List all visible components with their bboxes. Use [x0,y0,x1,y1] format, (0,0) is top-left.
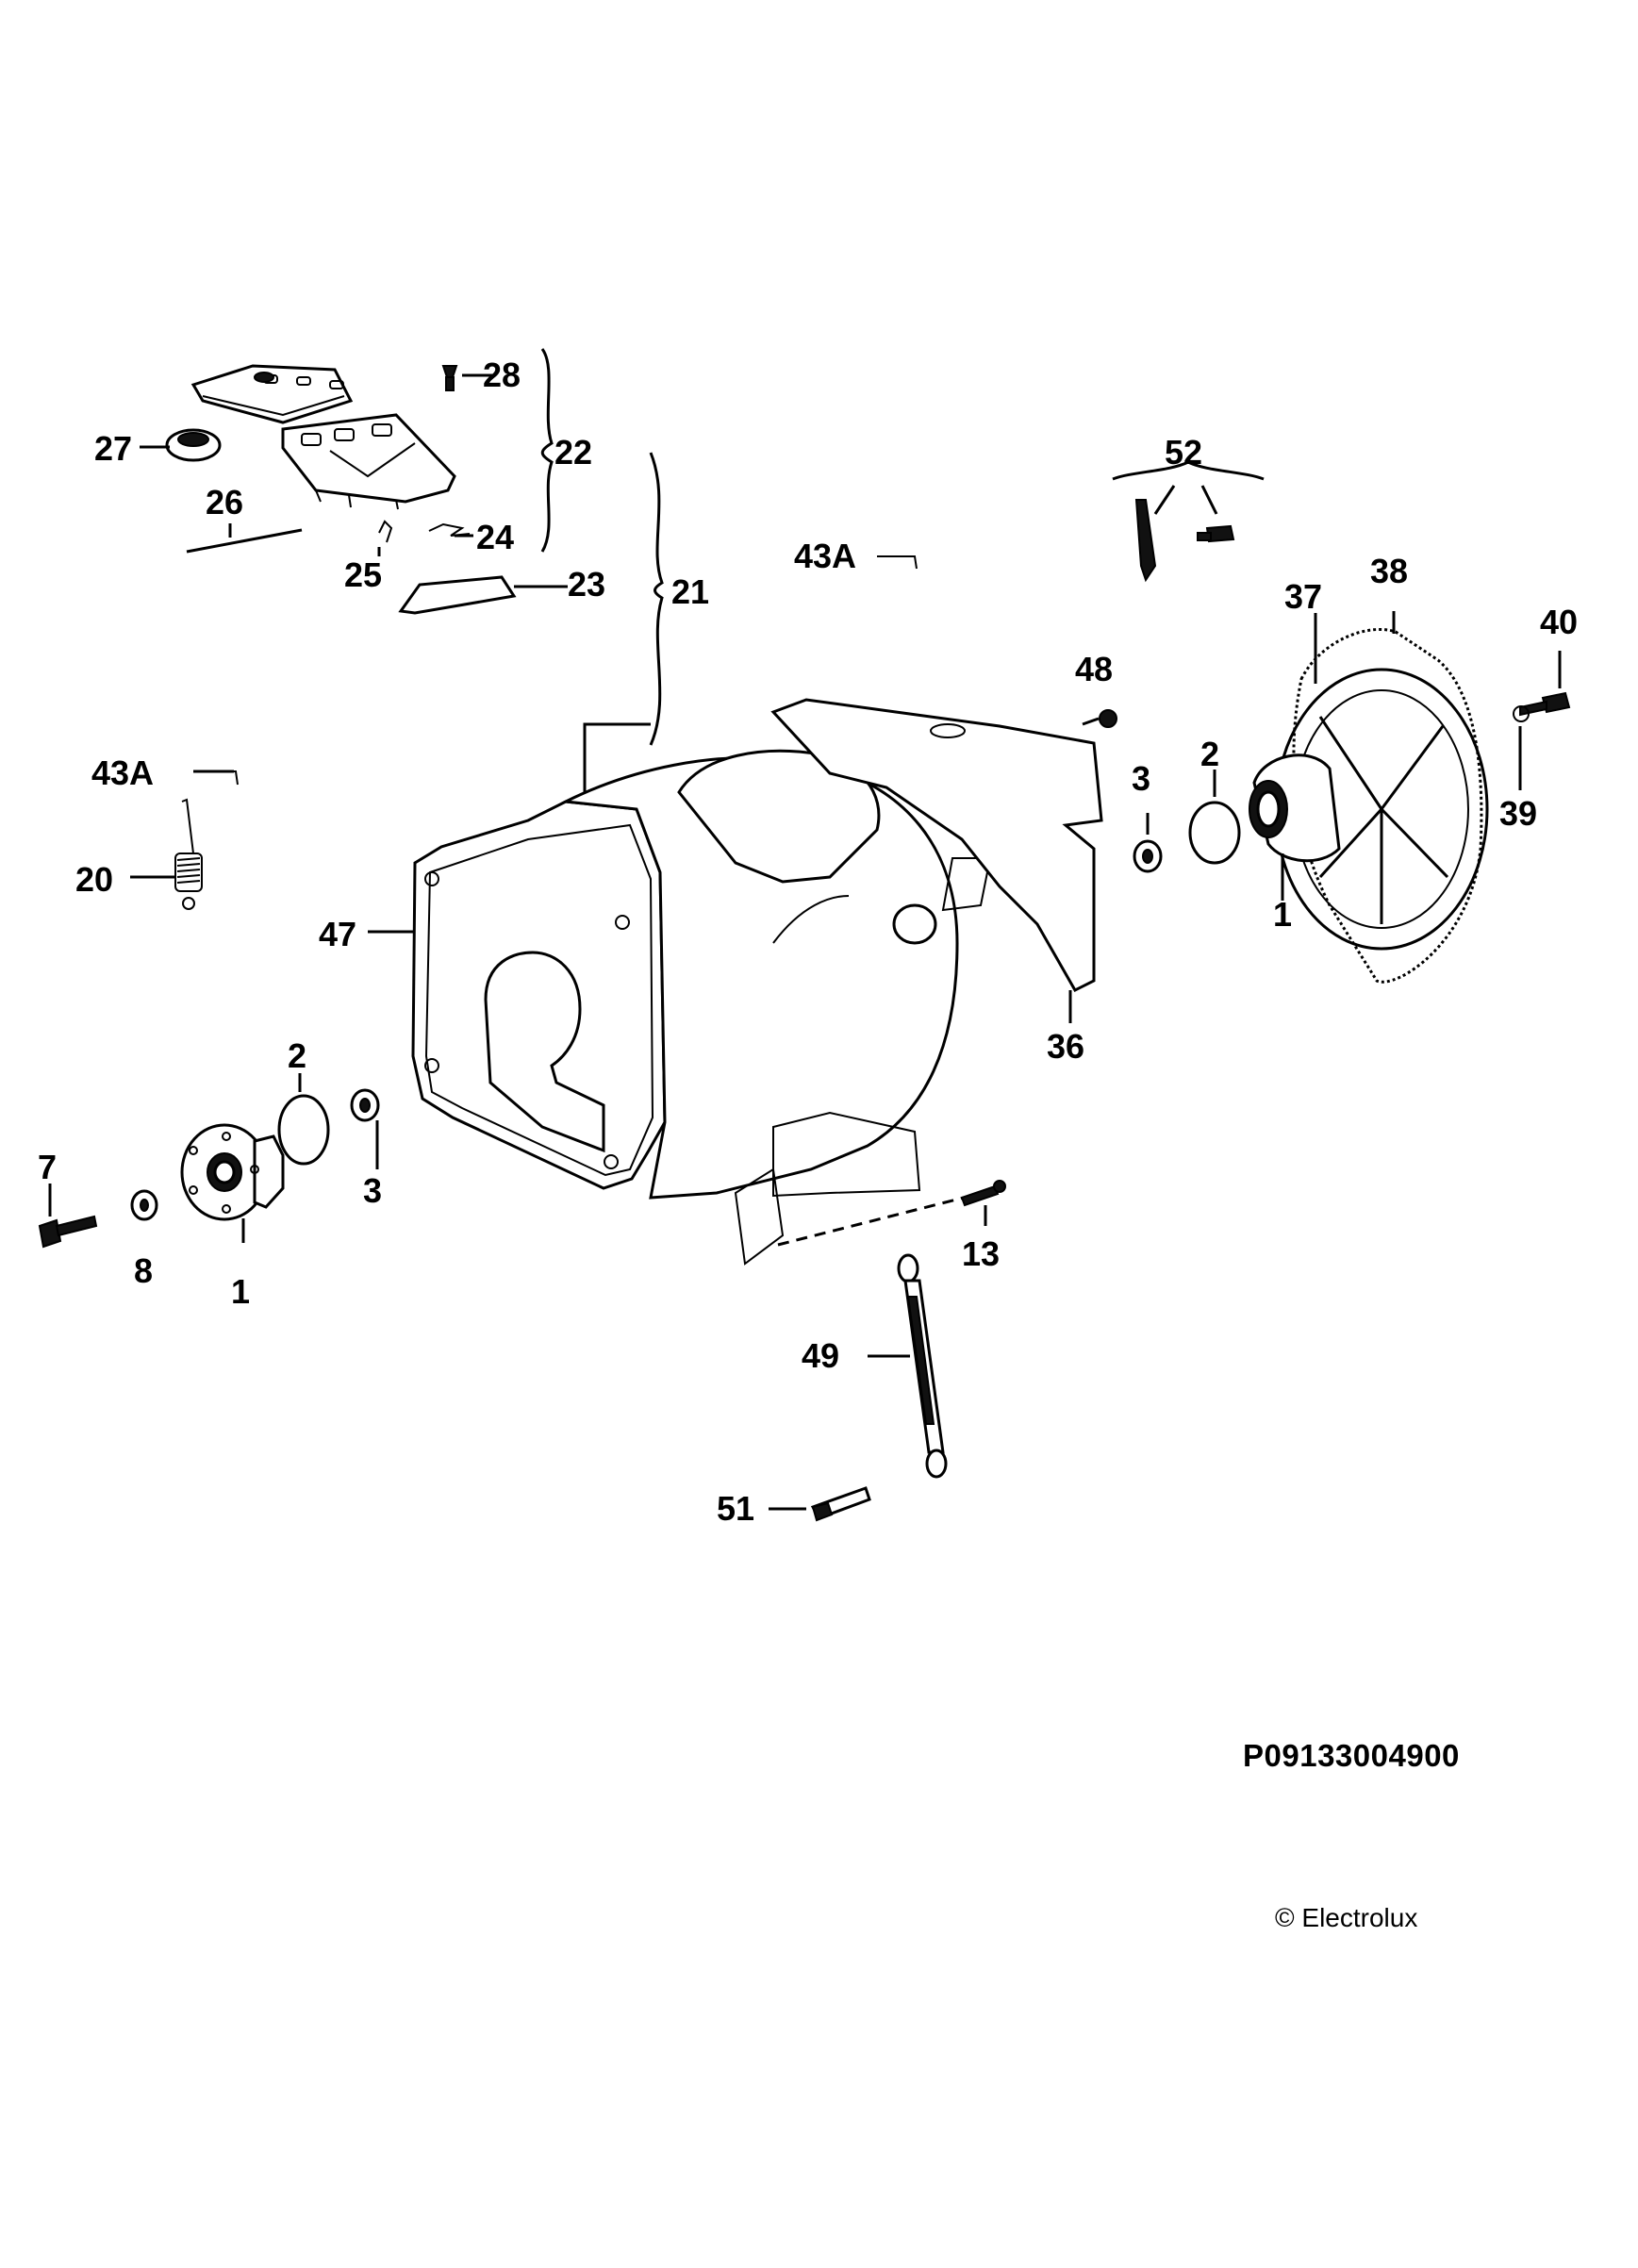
label-36: 36 [1047,1027,1084,1066]
label-24: 24 [476,518,514,556]
hook-43a-top [877,555,918,570]
label-39: 39 [1499,794,1537,833]
tub-front-panel [368,800,667,1190]
screw-28 [441,365,492,391]
label-49: 49 [802,1336,839,1375]
bracket-22 [540,348,554,553]
hook-43a-left [193,770,239,786]
label-3-left: 3 [363,1171,382,1210]
label-1-left: 1 [231,1272,250,1311]
label-23: 23 [568,565,605,604]
bolt-7 [38,1184,98,1249]
spring-20 [130,798,203,910]
bracket-21 [583,452,664,802]
label-43a-top: 43A [794,537,856,575]
label-51: 51 [717,1489,754,1528]
label-2-left: 2 [288,1036,306,1075]
label-48: 48 [1075,650,1113,688]
knob-27 [140,428,222,462]
pin-51 [769,1486,871,1522]
diagram-code: P09133004900 [1243,1738,1460,1773]
label-2-right: 2 [1200,735,1219,773]
oring-2-left [277,1073,330,1166]
label-7: 7 [38,1148,57,1186]
label-52: 52 [1165,433,1202,472]
label-25: 25 [344,555,382,594]
tub-support-36 [770,698,1103,1023]
label-20: 20 [75,860,113,899]
hub-1-right [1249,753,1341,901]
label-43a-left: 43A [91,753,154,792]
label-22: 22 [554,433,592,472]
dispenser-lid [190,364,354,424]
oring-2-right [1188,770,1241,865]
hub-1-left [180,1123,285,1243]
clip-25 [377,520,393,556]
screw-48 [1082,709,1117,728]
label-3-right: 3 [1132,759,1150,798]
strip-23 [398,575,568,615]
label-1-right: 1 [1273,895,1292,934]
label-26: 26 [206,483,243,521]
tub-drum [560,749,992,1266]
washer-3-left [350,1088,380,1169]
label-38: 38 [1370,552,1408,590]
label-21: 21 [671,572,709,611]
label-27: 27 [94,429,132,468]
screw-13 [960,1180,1006,1226]
label-37: 37 [1284,577,1322,616]
label-28: 28 [483,356,521,394]
copyright-notice: © Electrolux [1275,1903,1418,1932]
label-8: 8 [134,1251,153,1290]
clip-24 [428,522,473,538]
label-40: 40 [1540,603,1578,641]
rod-26 [186,523,303,554]
damper-49 [868,1253,948,1479]
screw-52 [1112,460,1265,583]
washer-3-right [1133,813,1163,873]
belt-38 [1292,611,1483,984]
bolt-40 [1519,651,1571,717]
washer-8 [130,1189,158,1221]
dispenser-grille [281,413,456,510]
washer-39 [1513,705,1530,790]
label-13: 13 [962,1234,1000,1273]
label-47: 47 [319,915,356,953]
